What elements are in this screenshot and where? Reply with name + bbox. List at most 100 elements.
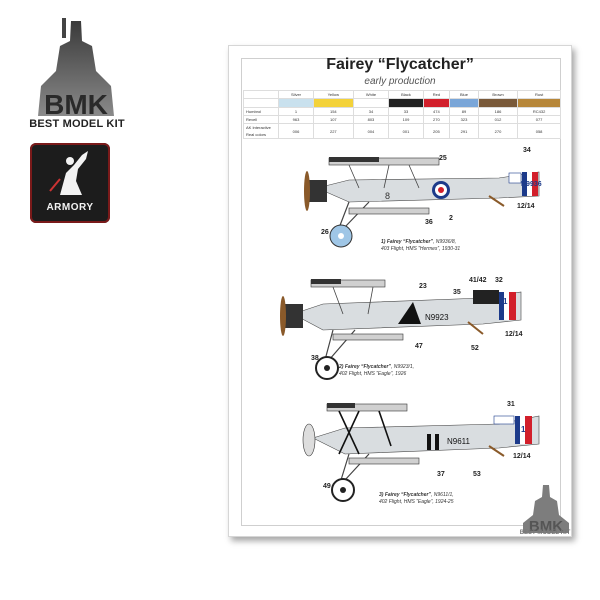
caption-1: 1) Fairey “Flycatcher”, N9936/8, 403 Fli… <box>381 239 511 253</box>
callout-number: 25 <box>439 155 447 162</box>
paint-code: 227 <box>313 123 354 139</box>
aircraft-profile-3: N9611 1 31 12/14 37 53 49 <box>302 401 540 502</box>
armory-logo <box>30 143 110 223</box>
color-swatch-row <box>243 98 561 108</box>
color-swatch <box>388 98 424 108</box>
code-marking: 1 <box>503 297 508 306</box>
watermark-letters: BMK <box>529 518 563 535</box>
color-name-row: Silver Yellow White Black Red Blue Brown… <box>243 90 561 99</box>
code-marking: 1 <box>521 425 526 434</box>
paint-code: 012 <box>477 115 519 124</box>
sheet-title: Fairey “Flycatcher” <box>326 56 474 73</box>
paint-code: 963 <box>277 115 315 124</box>
paint-row: AK Interactive Real colors 006 227 004 0… <box>243 123 561 139</box>
color-name: Yellow <box>313 90 354 99</box>
serial-marking: N9923 <box>425 313 449 322</box>
color-swatch <box>422 98 451 108</box>
color-name: Red <box>422 90 451 99</box>
decal-sheet: Fairey “Flycatcher” early production Sil… <box>228 45 572 537</box>
callout-number: 52 <box>471 345 479 352</box>
paint-code: 270 <box>477 123 519 139</box>
paint-code: 33 <box>388 107 424 116</box>
bmk-letters: BMK <box>44 89 108 120</box>
paint-code: 205 <box>422 123 451 139</box>
color-swatch <box>449 98 479 108</box>
color-swatch <box>277 98 315 108</box>
paint-brand: Revell <box>243 115 279 124</box>
sheet-frame <box>241 58 561 526</box>
watermark-name: BEST MODEL KIT <box>519 530 571 536</box>
armory-name: ARMORY <box>46 202 94 213</box>
paint-row: Revell 963 107 803 109 270 323 012 077 <box>243 115 561 124</box>
caption-unit: 402 Flight, HMS “Eagle”, 1924-25 <box>379 499 454 505</box>
color-name: Blue <box>449 90 479 99</box>
paint-code: 109 <box>388 115 424 124</box>
color-name: Brown <box>477 90 519 99</box>
callout-number: 53 <box>473 471 481 478</box>
paint-code: 270 <box>422 115 451 124</box>
caption-serial: , N9923/1, <box>390 364 415 370</box>
caption-2: 2) Fairey “Flycatcher”, N9923/1, 402 Fli… <box>339 364 469 378</box>
paint-code: 006 <box>277 123 315 139</box>
caption-3: 3) Fairey “Flycatcher”, N9611/1, 402 Fli… <box>379 492 509 506</box>
caption-unit: 403 Flight, HMS “Hermes”, 1930-31 <box>381 246 461 252</box>
caption-title: 2) Fairey “Flycatcher” <box>339 364 391 370</box>
caption-serial: , N9611/1, <box>430 492 454 498</box>
armory-figure-icon <box>49 151 88 195</box>
callout-number: 38 <box>311 355 319 362</box>
serial-marking: N9936 <box>521 181 542 188</box>
callout-number: 41/42 <box>469 277 487 284</box>
caption-unit: 402 Flight, HMS “Eagle”, 1926 <box>339 371 407 377</box>
color-name: Silver <box>277 90 315 99</box>
bmk-logo: BMK <box>38 18 114 120</box>
aircraft-profile-2: N9923 1 41/42 32 35 23 12/14 47 52 38 <box>280 277 523 380</box>
paint-code: 077 <box>517 115 561 124</box>
paint-code: 154 <box>313 107 354 116</box>
callout-number: 36 <box>425 219 433 226</box>
paint-code: 474 <box>422 107 451 116</box>
paint-code: 004 <box>352 123 390 139</box>
color-swatch <box>313 98 354 108</box>
bmk-watermark: BMK <box>523 485 569 535</box>
aircraft-profile-1: N9936 8 34 25 12/14 36 2 26 <box>304 147 542 248</box>
color-table: Silver Yellow White Black Red Blue Brown… <box>243 90 561 139</box>
bmk-name: BEST MODEL KIT <box>29 118 125 130</box>
color-swatch <box>352 98 390 108</box>
callout-number: 35 <box>453 289 461 296</box>
code-marking: 8 <box>385 191 390 201</box>
callout-number: 34 <box>523 147 531 154</box>
callout-number: 12/14 <box>505 331 523 338</box>
paint-code: 001 <box>388 123 424 139</box>
color-swatch <box>517 98 561 108</box>
callout-number: 31 <box>507 401 515 408</box>
caption-title: 1) Fairey “Flycatcher” <box>381 239 433 245</box>
paint-brand: Humbrol <box>243 107 279 116</box>
paint-code: 34 <box>352 107 390 116</box>
color-name: Black <box>388 90 424 99</box>
callout-number: 49 <box>323 483 331 490</box>
paint-code: 323 <box>449 115 479 124</box>
paint-code: 107 <box>313 115 354 124</box>
caption-title: 3) Fairey “Flycatcher” <box>379 492 431 498</box>
paint-code: 186 <box>477 107 519 116</box>
paint-code: RC432 <box>517 107 561 116</box>
callout-number: 47 <box>415 343 423 350</box>
paint-brand: AK Interactive Real colors <box>243 123 279 139</box>
callout-number: 2 <box>449 215 453 222</box>
callout-number: 12/14 <box>517 203 535 210</box>
color-name: Rust <box>517 90 561 99</box>
color-swatch <box>477 98 519 108</box>
paint-code: 89 <box>449 107 479 116</box>
callout-number: 37 <box>437 471 445 478</box>
callout-number: 26 <box>321 229 329 236</box>
paint-code: 803 <box>352 115 390 124</box>
sheet-subtitle: early production <box>364 76 436 87</box>
callout-number: 12/14 <box>513 453 531 460</box>
callout-number: 32 <box>495 277 503 284</box>
paint-code: 291 <box>449 123 479 139</box>
caption-serial: , N9936/8, <box>432 239 457 245</box>
paint-code: 1 <box>277 107 315 116</box>
color-name: White <box>352 90 390 99</box>
serial-marking: N9611 <box>447 437 471 446</box>
paint-code: 058 <box>517 123 561 139</box>
